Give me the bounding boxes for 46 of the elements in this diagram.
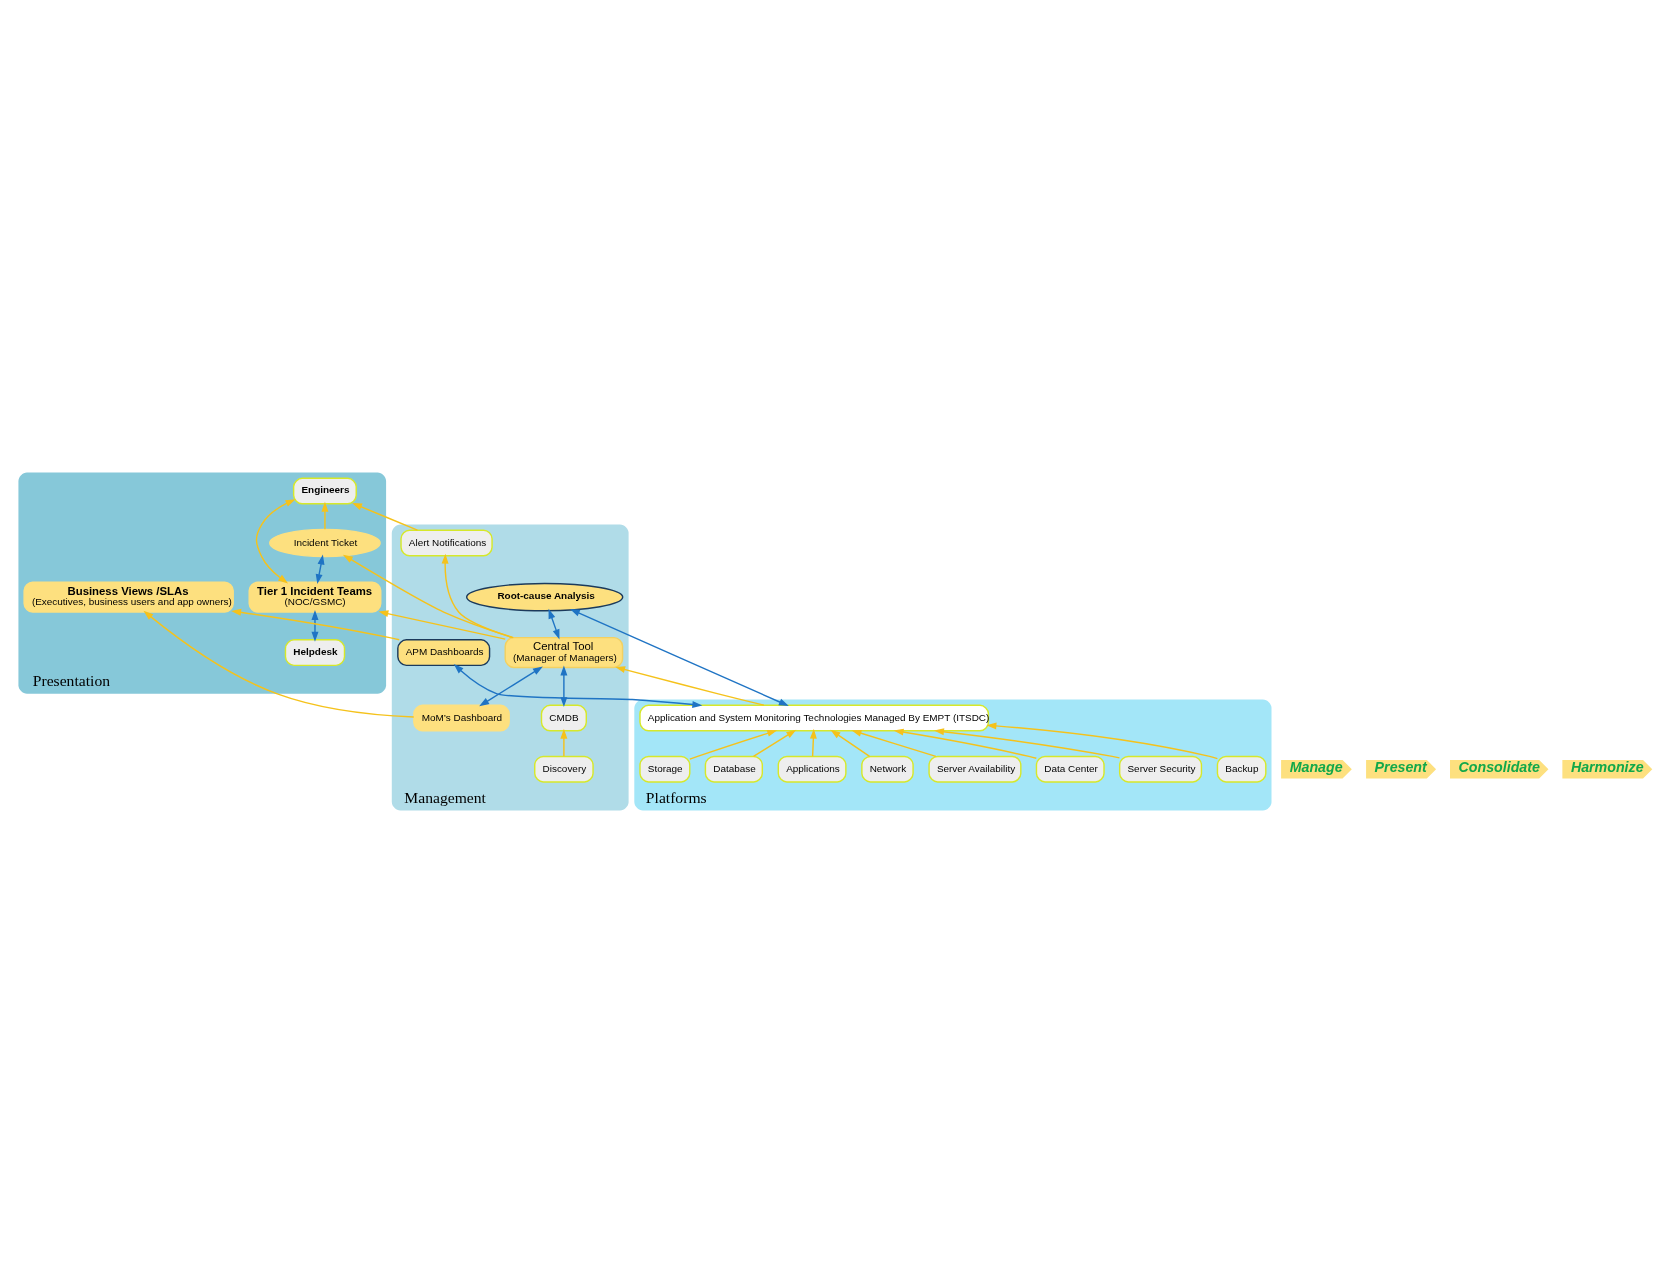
label: Present bbox=[1374, 759, 1427, 776]
node-box: Central Tool (Manager of Managers) bbox=[504, 636, 624, 669]
arrow bbox=[342, 554, 515, 639]
arrow bbox=[560, 728, 568, 757]
node-box: Business Views /SLAs (Executives, business users and app owners) bbox=[23, 581, 234, 613]
node-box: Engineers bbox=[292, 477, 357, 505]
node-box: Network bbox=[861, 755, 914, 783]
node-box: Server Security bbox=[1118, 755, 1203, 783]
node-box: Applications bbox=[777, 755, 847, 783]
node-box: Database bbox=[704, 755, 763, 783]
label: Consolidate bbox=[1458, 759, 1540, 776]
arrow bbox=[441, 553, 514, 639]
node-ellipse: Incident Ticket bbox=[269, 528, 381, 558]
label: Manage bbox=[1289, 759, 1343, 776]
arrow bbox=[615, 666, 765, 706]
label: Harmonize bbox=[1570, 759, 1644, 776]
arrow bbox=[255, 499, 296, 584]
node-box: MoM’s Dashboard bbox=[413, 704, 510, 732]
arrow bbox=[934, 728, 1121, 759]
arrow bbox=[231, 608, 400, 641]
node-box: Tier 1 Incident Teams (NOC/GSMC) bbox=[248, 581, 382, 613]
arrow bbox=[352, 503, 419, 531]
arrow bbox=[893, 728, 1038, 759]
arrow bbox=[851, 729, 937, 758]
arrow bbox=[986, 722, 1219, 760]
node-box: Backup bbox=[1216, 755, 1267, 783]
node-box: Discovery bbox=[534, 755, 594, 783]
arrow bbox=[378, 610, 506, 640]
arrow bbox=[548, 608, 560, 640]
arrow bbox=[311, 610, 319, 642]
node-box: Alert Notifications bbox=[400, 529, 493, 557]
node-box: Data Center bbox=[1035, 755, 1105, 783]
node-box: Server Availability bbox=[928, 755, 1022, 783]
arrow bbox=[143, 610, 415, 718]
arrow bbox=[809, 728, 817, 757]
node-box: Helpdesk bbox=[284, 639, 346, 667]
arrow bbox=[569, 609, 789, 707]
arrow bbox=[321, 501, 329, 530]
arrow bbox=[479, 666, 543, 707]
arrow bbox=[689, 729, 778, 760]
node-ellipse: Root-cause Analysis bbox=[465, 582, 624, 612]
node-box: APM Dashboards bbox=[397, 639, 491, 667]
node-box: CMDB bbox=[540, 704, 587, 732]
arrow bbox=[830, 729, 871, 758]
node-box: Storage bbox=[639, 755, 691, 783]
arrow bbox=[752, 729, 797, 758]
